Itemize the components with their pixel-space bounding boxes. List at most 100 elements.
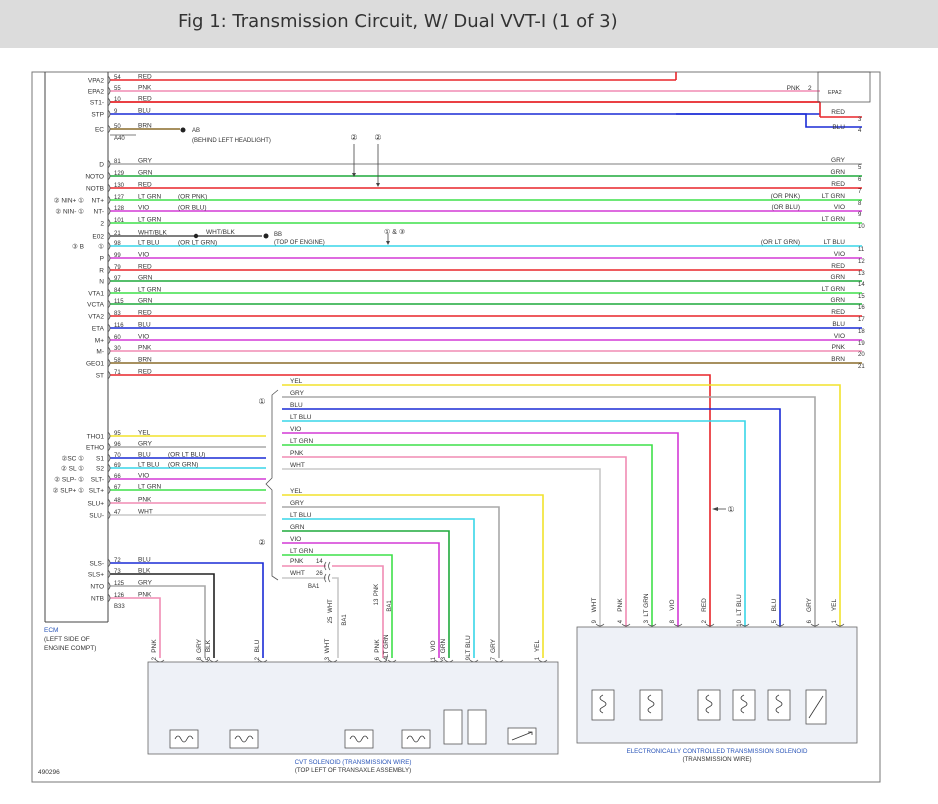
pin-number: 130 <box>114 183 125 189</box>
pin-number: 67 <box>114 485 121 491</box>
ecm-pin-name: M+ <box>95 337 104 344</box>
connector-bracket <box>107 346 111 356</box>
connector-id: BA1 <box>387 600 393 612</box>
ecm-pin-name: NOTB <box>86 185 104 192</box>
wire-color-label: WHT <box>328 599 334 613</box>
pin-number: 6 <box>807 619 813 623</box>
wire-color-label: LT GRN <box>383 634 390 658</box>
wire-color-label: BLK <box>205 639 212 652</box>
solenoid-coil-icon <box>169 729 199 749</box>
connector-bracket <box>107 75 111 85</box>
pin-number: 15 <box>858 294 865 300</box>
splice-location: (BEHIND LEFT HEADLIGHT) <box>192 138 271 144</box>
pin-number: 115 <box>114 299 124 305</box>
connector-bracket <box>107 453 111 463</box>
pin-number: 1 <box>832 619 838 623</box>
ecm-sublabel: (LEFT SIDE OF <box>44 636 90 643</box>
wire-color-label: BLU <box>138 108 151 115</box>
ecm-pin-name: VTA2 <box>88 313 104 320</box>
pin-number: 26 <box>316 571 323 577</box>
wire-group1 <box>282 408 781 627</box>
cvt-subtitle: (TOP LEFT OF TRANSAXLE ASSEMBLY) <box>295 767 411 774</box>
wire-alt-label: (OR LT GRN) <box>178 240 217 247</box>
wire-color-label: PNK <box>138 497 152 504</box>
wire-group1 <box>282 468 601 627</box>
connector-bracket <box>673 623 683 627</box>
wire-color-label: RED <box>138 264 152 271</box>
pin-number: 5 <box>858 165 862 171</box>
ecm-pin-name: D <box>99 161 104 168</box>
connector-bracket <box>107 474 111 484</box>
connector-bracket <box>107 358 111 368</box>
wire-color-label: WHT <box>324 639 331 654</box>
pin-number: 127 <box>114 195 125 201</box>
wire-color-label: BRN <box>138 357 152 364</box>
ecm-pin-name: SLS+ <box>88 571 104 578</box>
wire-color-label: RED <box>831 309 845 316</box>
pin-number: 66 <box>114 474 121 480</box>
connector-bracket <box>107 558 111 568</box>
wire-alt-label: (OR LT BLU) <box>168 452 205 459</box>
wire-color-label: BRN <box>831 356 845 363</box>
pin-number: 12 <box>858 259 865 265</box>
wire-color-label: LT GRN <box>822 286 846 293</box>
coil-symbol <box>349 735 369 743</box>
ecm-pin-name: SLT- <box>91 476 104 483</box>
ecm-pin-name: NTB <box>91 595 104 602</box>
wire-color-label: YEL <box>290 488 303 495</box>
wire-group2 <box>282 554 393 658</box>
coil-symbol <box>599 694 607 714</box>
wire-color-label: WHT <box>290 570 305 577</box>
wire-color-label: RED <box>701 598 708 612</box>
wire-color-label: GRY <box>138 441 153 448</box>
connector-bracket <box>835 623 845 627</box>
connector-bracket <box>107 311 111 321</box>
alt-pin-note: ② SLP+ ① <box>53 486 85 494</box>
wire-color-label: PNK <box>290 450 304 457</box>
wire-color-label: GRN <box>440 638 447 653</box>
ecm-sublabel: ENGINE COMPT) <box>44 645 96 652</box>
connector-bracket <box>107 569 111 579</box>
connector-bracket <box>107 323 111 333</box>
wire-color-label: PNK <box>374 584 380 596</box>
alt-pin-note: ②SC ① <box>62 454 85 462</box>
connector-bracket <box>107 231 111 241</box>
alt-pin-note: ② NIN- ① <box>55 207 84 215</box>
wire-color-label: VIO <box>138 473 149 480</box>
wire-group2 <box>282 506 500 658</box>
wire-color-label: VIO <box>138 334 149 341</box>
pin-number: 9 <box>858 212 862 218</box>
ecm-pin-name: R <box>99 267 104 274</box>
wire-color-label: BRN <box>138 123 152 130</box>
connector-bracket <box>107 124 111 134</box>
pin-number: 10 <box>737 619 743 626</box>
wire-pnk <box>110 597 161 658</box>
pin-number: 16 <box>858 305 865 311</box>
cvt-title: CVT SOLENOID (TRANSMISSION WIRE) <box>295 759 412 766</box>
splice-label: AB <box>192 128 200 134</box>
diagram-border <box>31 71 881 783</box>
coil-symbol <box>647 694 655 714</box>
ecm-pin-name: SLS- <box>90 560 104 567</box>
pin-number: 69 <box>114 463 121 469</box>
ecm-pin-name: SLU- <box>89 512 104 519</box>
pin-number: 9 <box>466 656 472 660</box>
wire-color-label: LT GRN <box>138 194 162 201</box>
wire-group2 <box>282 542 440 658</box>
pin-number: 21 <box>858 364 865 370</box>
pin-number: 30 <box>114 346 121 352</box>
ecm-pin-name: ① <box>98 242 104 250</box>
coil-symbol <box>174 735 194 743</box>
wire-color-label: VIO <box>290 426 301 433</box>
wire-color-label: GRY <box>831 157 846 164</box>
ecm-pin-name: ETHO <box>86 444 104 451</box>
alt-pin-note: ③ B <box>72 242 84 250</box>
ecm-pin-name: E02 <box>92 233 104 240</box>
solenoid-coil-icon <box>697 689 721 721</box>
wire-color-label: GRN <box>290 524 305 531</box>
wire-color-label: LT BLU <box>290 512 312 519</box>
coil-symbol <box>775 694 783 714</box>
wire-color-label: PNK <box>290 558 304 565</box>
wire-color-label: GRY <box>290 390 305 397</box>
ecm-pin-name: VCTA <box>87 301 105 308</box>
